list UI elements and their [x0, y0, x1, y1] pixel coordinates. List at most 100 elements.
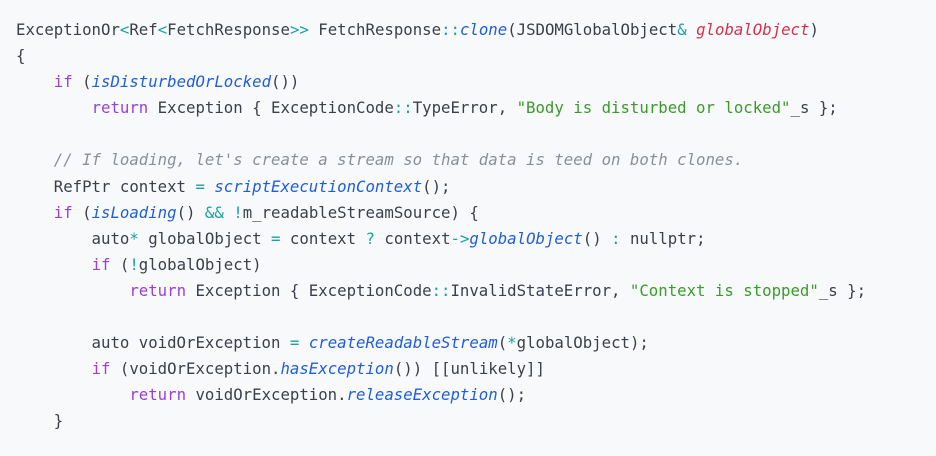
code-token: isDisturbedOrLocked [91, 72, 272, 92]
code-token: isLoading [91, 202, 177, 222]
code-token: :: [441, 20, 460, 39]
code-token: createReadableStream [308, 333, 498, 353]
code-token: FetchResponse [308, 20, 442, 39]
code-token: * [129, 228, 139, 248]
code-token: releaseException [346, 385, 498, 405]
code-token: FetchResponse [167, 20, 290, 39]
code-line: if (voidOrException.hasException()) [[un… [16, 356, 866, 382]
code-line: if (!globalObject) [16, 252, 866, 278]
code-token: ) [809, 20, 819, 39]
code-block: ExceptionOr<Ref<FetchResponse>> FetchRes… [16, 17, 866, 435]
code-line: return Exception { ExceptionCode::Invali… [16, 278, 866, 304]
code-token: clone [459, 20, 508, 39]
code-token [16, 281, 129, 300]
code-token: : [611, 228, 621, 248]
code-token: globalObject [138, 228, 272, 248]
code-token: auto voidOrException [16, 333, 290, 353]
code-token [16, 255, 92, 274]
code-token: = [195, 176, 205, 196]
code-token: Exception { ExceptionCode [186, 280, 432, 300]
code-token: (voidOrException. [110, 359, 281, 379]
code-token: if [53, 72, 73, 92]
code-token [205, 177, 214, 196]
code-token: :: [431, 280, 451, 300]
code-token: globalObject [696, 20, 810, 39]
code-token: // If loading, let's create a stream so … [53, 150, 744, 170]
code-token: context [280, 228, 366, 248]
code-token: RefPtr context [16, 176, 196, 196]
code-token [16, 203, 54, 222]
code-token: ! [233, 202, 243, 222]
code-token: globalObject) [138, 254, 262, 274]
code-token: && [204, 202, 224, 222]
code-line: RefPtr context = scriptExecutionContext(… [16, 174, 866, 200]
code-token: ! [129, 254, 139, 274]
code-token: :: [393, 98, 413, 118]
code-token: TypeError, [412, 98, 517, 118]
code-token [16, 385, 129, 404]
code-token: ()) [[unlikely]] [393, 359, 545, 379]
code-line: if (isDisturbedOrLocked()) [16, 69, 866, 95]
code-token: < [119, 20, 130, 39]
code-token [299, 333, 308, 352]
code-line: } [16, 408, 866, 434]
code-token: nullptr; [620, 228, 706, 248]
code-line [16, 121, 866, 147]
code-token: context [374, 228, 451, 248]
code-token: m_readableStreamSource) { [242, 202, 479, 222]
code-line: auto* globalObject = context ? context->… [16, 226, 866, 252]
code-line [16, 304, 866, 330]
code-token: ( [110, 254, 130, 274]
code-token: ()) [271, 72, 300, 92]
code-token: ( [72, 202, 92, 222]
code-token [16, 359, 92, 378]
code-token: return [129, 280, 187, 300]
code-token: >> [289, 20, 309, 39]
code-token: ? [365, 228, 375, 248]
code-token: scriptExecutionContext [214, 176, 423, 196]
code-token: _s }; [818, 280, 867, 300]
code-line: ExceptionOr<Ref<FetchResponse>> FetchRes… [16, 17, 866, 43]
code-line: auto voidOrException = createReadableStr… [16, 330, 866, 356]
code-line: { [16, 43, 866, 69]
code-token: voidOrException. [186, 385, 347, 405]
code-token: return [91, 98, 149, 118]
code-token [16, 150, 54, 169]
code-token: globalObject); [516, 333, 649, 353]
code-token: Exception { ExceptionCode [148, 98, 394, 118]
code-token: = [271, 228, 281, 248]
code-token: Ref [129, 20, 158, 39]
code-token: globalObject [469, 228, 583, 248]
code-token: "Context is stopped" [629, 280, 819, 300]
code-token: "Body is disturbed or locked" [516, 98, 791, 118]
code-token: if [91, 254, 111, 274]
code-token [224, 203, 233, 222]
code-token [16, 98, 92, 117]
code-token: & [677, 20, 687, 39]
code-token [16, 72, 54, 91]
code-token: InvalidStateError, [450, 280, 630, 300]
code-token: if [53, 202, 73, 222]
code-token: if [91, 359, 111, 379]
code-token: () [176, 202, 205, 222]
code-line: return Exception { ExceptionCode::TypeEr… [16, 95, 866, 121]
code-token: (JSDOMGlobalObject [507, 20, 678, 39]
code-token: (); [422, 176, 451, 196]
code-token: _s }; [790, 98, 838, 118]
code-token [687, 20, 696, 39]
code-token: ExceptionOr [16, 20, 120, 39]
code-token: hasException [280, 359, 394, 379]
code-line: if (isLoading() && !m_readableStreamSour… [16, 200, 866, 226]
code-token: = [289, 333, 300, 353]
code-token: () [582, 228, 612, 248]
code-token: * [507, 333, 517, 353]
code-token: ( [72, 72, 92, 92]
code-token: ( [497, 333, 508, 353]
code-token: { [16, 46, 26, 66]
code-line: return voidOrException.releaseException(… [16, 382, 866, 408]
code-token: -> [450, 228, 470, 248]
code-token: } [16, 411, 64, 431]
code-token: < [157, 20, 168, 39]
code-token: return [129, 385, 187, 405]
code-line: // If loading, let's create a stream so … [16, 147, 866, 173]
